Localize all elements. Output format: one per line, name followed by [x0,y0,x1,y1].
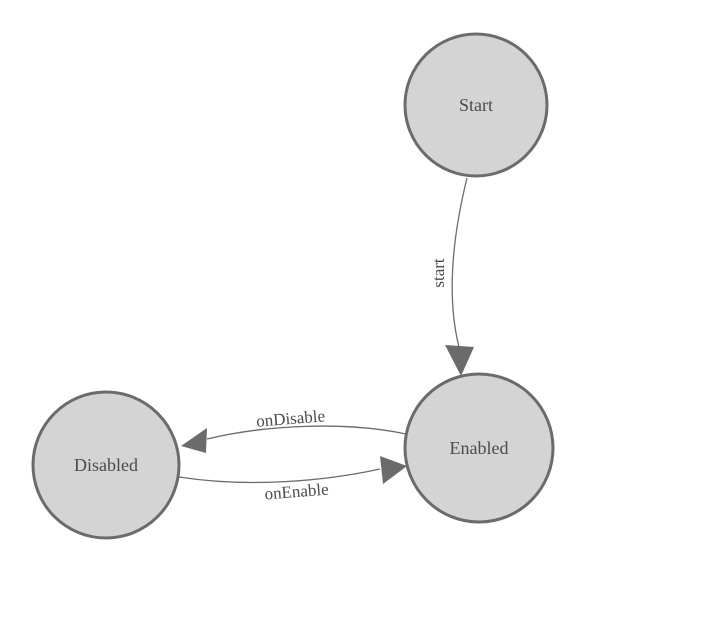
node-disabled[interactable]: Disabled [31,390,181,540]
edge-start-to-enabled: start [429,177,474,376]
edge-disabled-to-enabled: onEnable [178,456,407,504]
node-enabled-circle[interactable] [403,372,555,524]
arrowhead-into-disabled-icon [181,428,207,453]
arrowhead-into-enabled-left-icon [380,456,407,484]
edge-enabled-to-disabled-line [206,425,407,440]
node-start[interactable]: Start [403,32,549,178]
node-enabled[interactable]: Enabled [403,372,555,524]
edge-start-to-enabled-line [451,177,468,348]
edge-disabled-to-enabled-line [178,468,381,484]
node-start-circle[interactable] [403,32,549,178]
arrowhead-into-enabled-top-icon [445,345,474,376]
edge-label-onenable: onEnable [264,480,329,504]
edge-label-start: start [429,258,448,288]
node-disabled-circle[interactable] [31,390,181,540]
edge-enabled-to-disabled: onDisable [181,406,407,453]
node-disabled-label: Disabled [74,455,138,475]
node-start-label: Start [459,95,493,115]
node-enabled-label: Enabled [450,438,509,458]
edge-label-ondisable: onDisable [255,406,325,430]
